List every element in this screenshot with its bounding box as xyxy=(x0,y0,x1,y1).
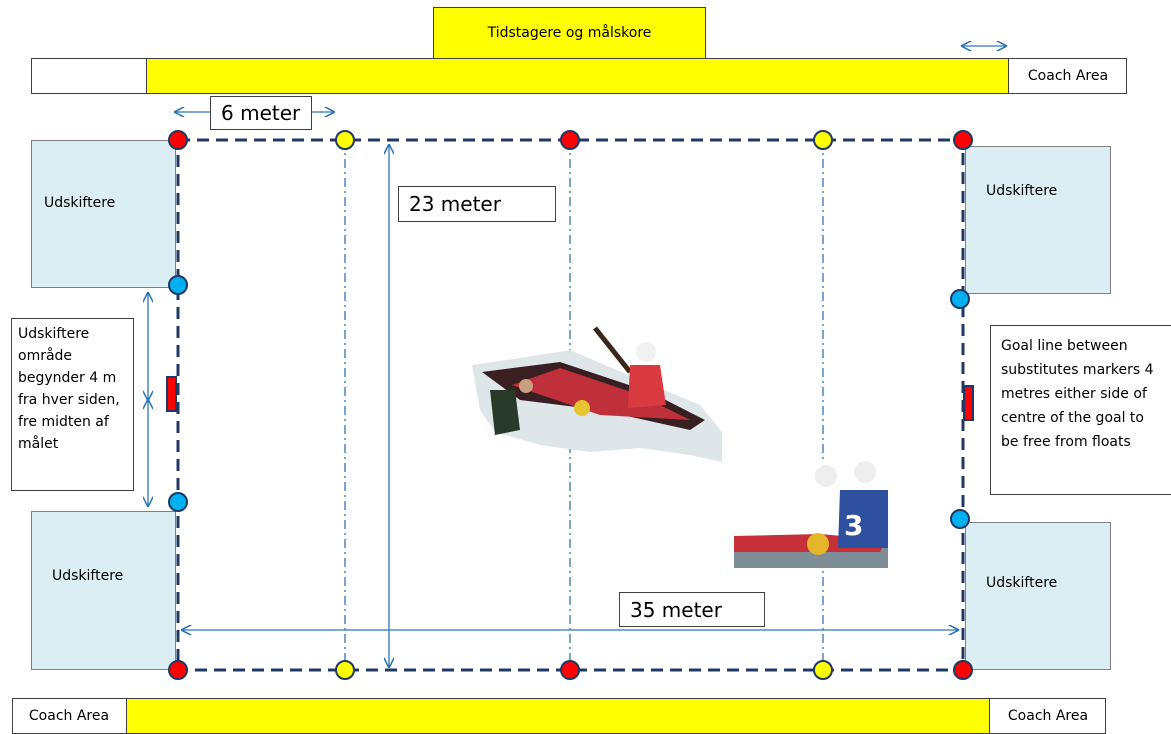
substitutes-label: Udskiftere xyxy=(986,575,1058,591)
red-marker xyxy=(953,660,973,680)
red-marker xyxy=(560,660,580,680)
yellow-marker xyxy=(813,660,833,680)
substitutes-label: Udskiftere xyxy=(44,195,116,211)
right-note-box: Goal line between substitutes markers 4 … xyxy=(990,325,1171,495)
top-yellow-area xyxy=(146,59,1009,93)
coach-area-label: Coach Area xyxy=(28,708,110,724)
red-markers xyxy=(168,130,973,680)
yellow-marker xyxy=(813,130,833,150)
width-text: 23 meter xyxy=(409,192,501,216)
left-note-box: Udskiftere område begynder 4 m fra hver … xyxy=(11,318,134,491)
timekeepers-label: Tidstagere og målskore xyxy=(487,25,652,41)
red-marker xyxy=(560,130,580,150)
six-meter-label: 6 meter xyxy=(210,96,312,130)
kayak-photo-large xyxy=(472,326,722,462)
substitutes-box-top-left: Udskiftere xyxy=(31,140,176,288)
goal-left xyxy=(166,376,177,412)
red-marker xyxy=(953,130,973,150)
substitutes-label: Udskiftere xyxy=(986,183,1058,199)
blue-markers xyxy=(168,275,970,529)
bottom-coach-area-left: Coach Area xyxy=(13,699,125,733)
substitutes-box-bottom-left: Udskiftere xyxy=(31,511,176,670)
blue-marker xyxy=(168,275,188,295)
top-coach-area-right: Coach Area xyxy=(1010,59,1126,93)
timekeepers-box: Tidstagere og målskore xyxy=(433,7,706,59)
blue-marker xyxy=(168,492,188,512)
bottom-coach-area-right: Coach Area xyxy=(991,699,1105,733)
substitutes-label: Udskiftere xyxy=(52,568,124,584)
kayak-photo-small: 3 xyxy=(734,461,888,568)
yellow-markers xyxy=(335,130,833,680)
length-text: 35 meter xyxy=(630,597,722,622)
coach-area-label: Coach Area xyxy=(1027,68,1109,84)
blue-marker xyxy=(950,289,970,309)
svg-text:3: 3 xyxy=(844,509,863,542)
substitutes-box-bottom-right: Udskiftere xyxy=(965,522,1111,670)
bottom-yellow-area xyxy=(126,699,990,733)
red-marker xyxy=(168,130,188,150)
six-meter-text: 6 meter xyxy=(221,101,301,125)
goal-right xyxy=(963,385,974,421)
yellow-marker xyxy=(335,130,355,150)
substitutes-box-top-right: Udskiftere xyxy=(965,146,1111,294)
right-note-text: Goal line between substitutes markers 4 … xyxy=(1001,338,1154,450)
coach-area-label: Coach Area xyxy=(1007,708,1089,724)
left-note-text: Udskiftere område begynder 4 m fra hver … xyxy=(18,326,120,452)
length-label: 35 meter xyxy=(619,592,765,627)
red-marker xyxy=(168,660,188,680)
blue-marker xyxy=(950,509,970,529)
yellow-marker xyxy=(335,660,355,680)
width-label: 23 meter xyxy=(398,186,556,222)
